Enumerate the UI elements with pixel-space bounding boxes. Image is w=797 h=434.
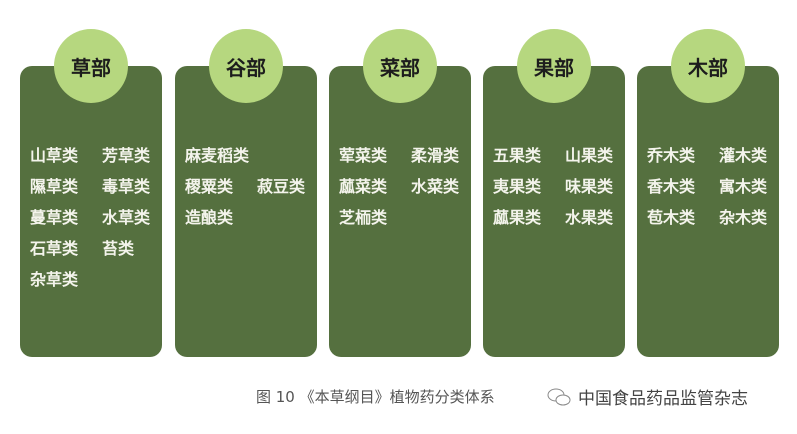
category-item: 香木类: [647, 177, 696, 196]
category-item: 柔滑类: [411, 146, 460, 165]
category-items: 山草类 芳草类隰草类 毒草类蔓草类 水草类石草类 苔类杂草类: [30, 146, 162, 290]
category-item: 菽豆类: [257, 177, 306, 196]
watermark-text: 中国食品药品监管杂志: [578, 389, 748, 409]
category-title: 草部: [54, 29, 128, 103]
category-items: 荤菜类 柔滑类蓏菜类 水菜类芝栭类: [339, 146, 471, 228]
category-title: 木部: [671, 29, 745, 103]
category-item: 山果类: [565, 146, 614, 165]
category-item: 苔类: [102, 239, 135, 258]
category-card: 麻麦稻类稷粟类 菽豆类造酿类: [175, 66, 317, 357]
category-item: 水果类: [565, 208, 614, 227]
category-item: 隰草类: [30, 177, 79, 196]
category-card: 荤菜类 柔滑类蓏菜类 水菜类芝栭类: [329, 66, 471, 357]
category-item: 石草类: [30, 239, 79, 258]
category-item: 五果类: [493, 146, 542, 165]
category-items: 乔木类 灌木类香木类 寓木类苞木类 杂木类: [647, 146, 779, 228]
category-title: 菜部: [363, 29, 437, 103]
category-item: 蓏果类: [493, 208, 542, 227]
category-item: 苞木类: [647, 208, 696, 227]
category-item: 乔木类: [647, 146, 696, 165]
category-item: 蓏菜类: [339, 177, 388, 196]
category-item: 夷果类: [493, 177, 542, 196]
category-item: 味果类: [565, 177, 614, 196]
category-title: 果部: [517, 29, 591, 103]
category-card: 山草类 芳草类隰草类 毒草类蔓草类 水草类石草类 苔类杂草类: [20, 66, 162, 357]
category-item: 山草类: [30, 146, 79, 165]
category-item: 芳草类: [102, 146, 151, 165]
category-item: 蔓草类: [30, 208, 79, 227]
category-item: 杂木类: [719, 208, 768, 227]
category-item: 毒草类: [102, 177, 151, 196]
category-item: 芝栭类: [339, 208, 388, 227]
figure-caption: 图 10 《本草纲目》植物药分类体系: [256, 388, 495, 406]
category-item: 杂草类: [30, 270, 79, 289]
category-item: 寓木类: [719, 177, 768, 196]
category-item: 荤菜类: [339, 146, 388, 165]
category-item: 水草类: [102, 208, 151, 227]
category-item: 造酿类: [185, 208, 234, 227]
category-card: 乔木类 灌木类香木类 寓木类苞木类 杂木类: [637, 66, 779, 357]
category-items: 五果类 山果类夷果类 味果类蓏果类 水果类: [493, 146, 625, 228]
category-card: 五果类 山果类夷果类 味果类蓏果类 水果类: [483, 66, 625, 357]
category-item: 水菜类: [411, 177, 460, 196]
category-items: 麻麦稻类稷粟类 菽豆类造酿类: [185, 146, 317, 228]
category-item: 灌木类: [719, 146, 768, 165]
category-title: 谷部: [209, 29, 283, 103]
category-item: 稷粟类: [185, 177, 234, 196]
wechat-icon: [547, 388, 571, 405]
category-item: 麻麦稻类: [185, 146, 250, 165]
watermark: 中国食品药品监管杂志: [546, 384, 748, 409]
